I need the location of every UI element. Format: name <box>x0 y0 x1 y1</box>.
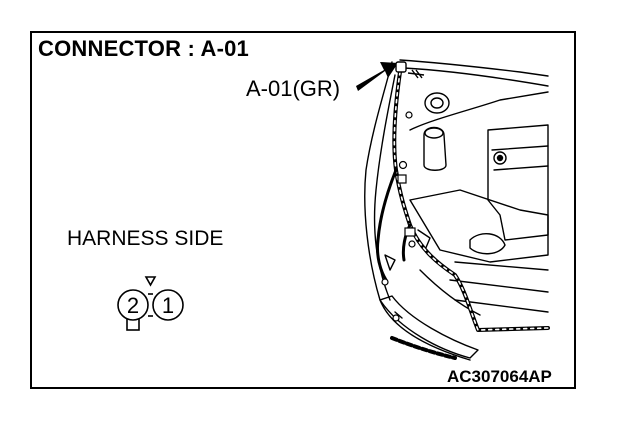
callout-arrow-icon <box>356 62 398 91</box>
connector-a01-icon <box>395 61 425 79</box>
diagram-title: CONNECTOR : A-01 <box>38 36 249 61</box>
connector-face <box>117 276 184 331</box>
harness-side-label: HARNESS SIDE <box>67 227 224 250</box>
connector-callout-label: A-01(GR) <box>246 76 341 101</box>
lock-indicator-icon <box>144 276 157 287</box>
harness-clips <box>381 111 416 322</box>
wiring-harness <box>376 70 550 360</box>
pin-1-circle <box>152 289 184 321</box>
pin-1-label: 1 <box>162 293 174 318</box>
vehicle-body-lines <box>364 59 549 361</box>
pin-2-label: 2 <box>127 293 139 318</box>
pin-2-circle <box>117 289 149 321</box>
figure-code: AC307064AP <box>447 367 552 386</box>
